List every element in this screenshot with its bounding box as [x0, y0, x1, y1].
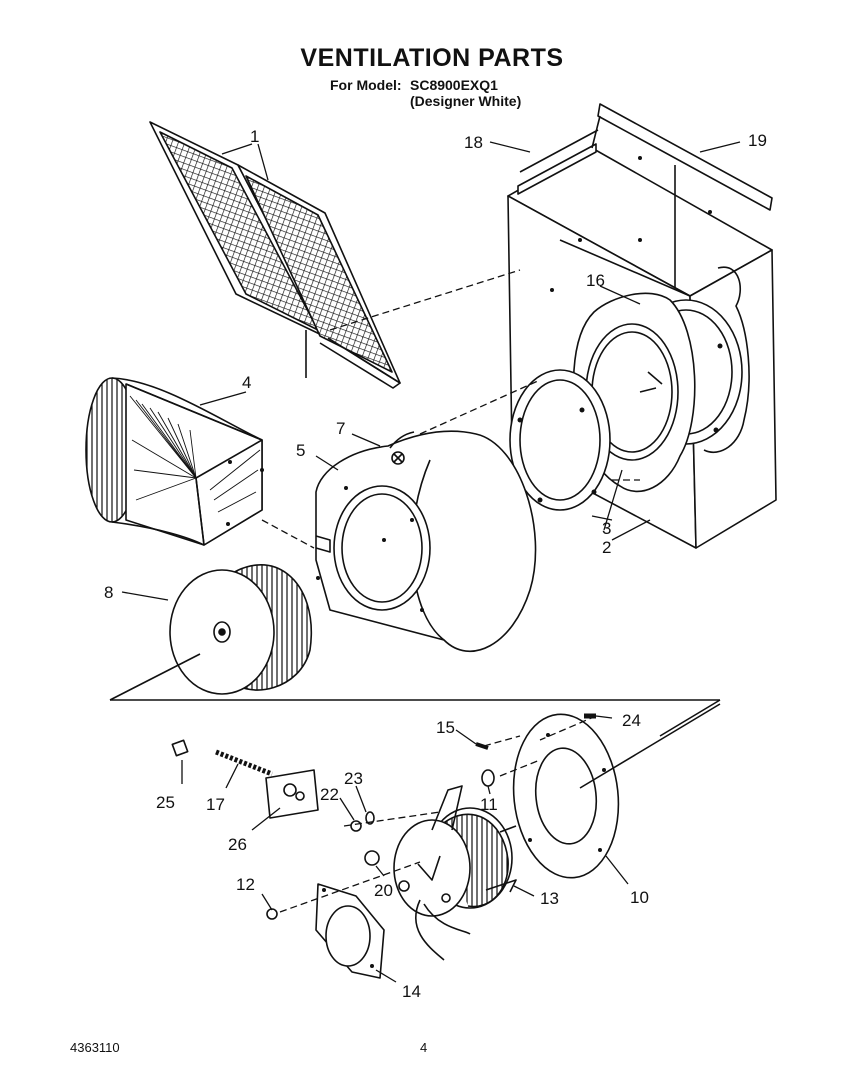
leader-lines — [121, 141, 741, 983]
blower-motor-part — [393, 785, 517, 961]
callout-8: 8 — [104, 583, 113, 602]
callout-1: 1 — [250, 127, 259, 146]
callout-20: 20 — [374, 881, 393, 900]
document-number: 4363110 — [70, 1040, 120, 1055]
callout-12: 12 — [236, 875, 255, 894]
callout-labels: 1 2 3 4 5 7 8 10 11 12 13 14 15 16 17 18… — [104, 127, 767, 1001]
callout-18: 18 — [464, 133, 483, 152]
model-line: For Model: SC8900EXQ1 — [330, 77, 498, 93]
callout-19: 19 — [748, 131, 767, 150]
page-number: 4 — [420, 1040, 428, 1055]
callout-25: 25 — [156, 793, 175, 812]
callout-14: 14 — [402, 982, 421, 1001]
hardware-parts — [171, 713, 596, 920]
callout-24: 24 — [622, 711, 641, 730]
explosion-lines — [261, 269, 640, 913]
callout-22: 22 — [320, 785, 339, 804]
callout-26: 26 — [228, 835, 247, 854]
callout-23: 23 — [344, 769, 363, 788]
motor-mounting-plate-part — [512, 713, 620, 879]
housing-screw-part — [391, 451, 405, 465]
grease-filter-part — [149, 121, 401, 389]
callout-5: 5 — [296, 441, 305, 460]
callout-11: 11 — [480, 795, 498, 814]
model-variant: (Designer White) — [410, 93, 522, 109]
callout-17: 17 — [206, 795, 225, 814]
callout-4: 4 — [242, 373, 251, 392]
callout-3: 3 — [602, 519, 611, 538]
model-number: SC8900EXQ1 — [410, 77, 498, 93]
motor-bracket-part — [315, 883, 385, 979]
mounting-ring-part — [509, 369, 611, 511]
page-title: VENTILATION PARTS — [300, 44, 564, 72]
callout-16: 16 — [586, 271, 605, 290]
transition-duct-part — [85, 377, 264, 546]
callout-2: 2 — [602, 538, 611, 557]
blower-housing-part — [315, 430, 537, 652]
blower-wheel-part — [169, 564, 313, 695]
callout-15: 15 — [436, 718, 455, 737]
callout-13: 13 — [540, 889, 559, 908]
callout-10: 10 — [630, 888, 649, 907]
callout-7: 7 — [336, 419, 345, 438]
model-label: For Model: — [330, 77, 402, 93]
